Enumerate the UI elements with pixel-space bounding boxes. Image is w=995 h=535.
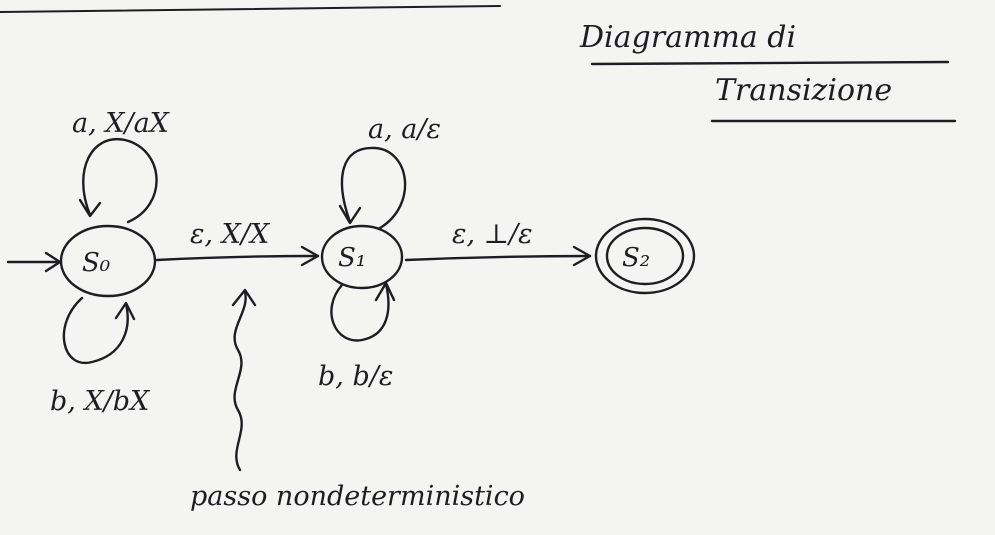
edge-s0-s1-label: ε, X/X [190,219,271,250]
sheet-top-edge [0,5,501,13]
edge-s0-s1: ε, X/X [155,219,320,267]
title-underline-1 [590,60,950,66]
s0-loop-bottom-label: b, X/bX [50,386,151,417]
state-s0: S₀ [59,224,157,298]
annotation-arrow [231,288,257,472]
edge-s1-s2-label: ε, ⊥/ε [452,219,533,250]
s1-loop-top: a, a/ε [338,114,441,230]
s0-loop-top: a, X/aX [72,108,171,224]
state-s1: S₁ [320,224,404,290]
state-s2-inner-circle [605,226,685,286]
state-s0-label: S₀ [82,248,111,278]
s1-loop-bottom-label: b, b/ε [318,361,393,392]
title-line-1: Diagramma di [579,20,796,55]
start-arrow [6,251,62,273]
state-s2-label: S₂ [622,243,650,273]
s0-loop-top-label: a, X/aX [72,108,171,139]
s1-loop-top-label: a, a/ε [368,114,441,145]
state-s1-label: S₁ [338,243,366,273]
state-s2-outer-circle [594,217,696,295]
edge-s1-s2: ε, ⊥/ε [404,219,592,267]
state-s1-circle [320,224,404,290]
diagram-title: Diagramma di Transizione [579,20,957,123]
state-s0-circle [59,224,157,298]
title-line-2: Transizione [715,73,892,108]
annotation-text: passo nondeterministico [190,481,525,512]
s0-loop-bottom: b, X/bX [50,296,151,417]
s1-loop-bottom: b, b/ε [318,281,396,392]
state-s2: S₂ [594,217,696,295]
